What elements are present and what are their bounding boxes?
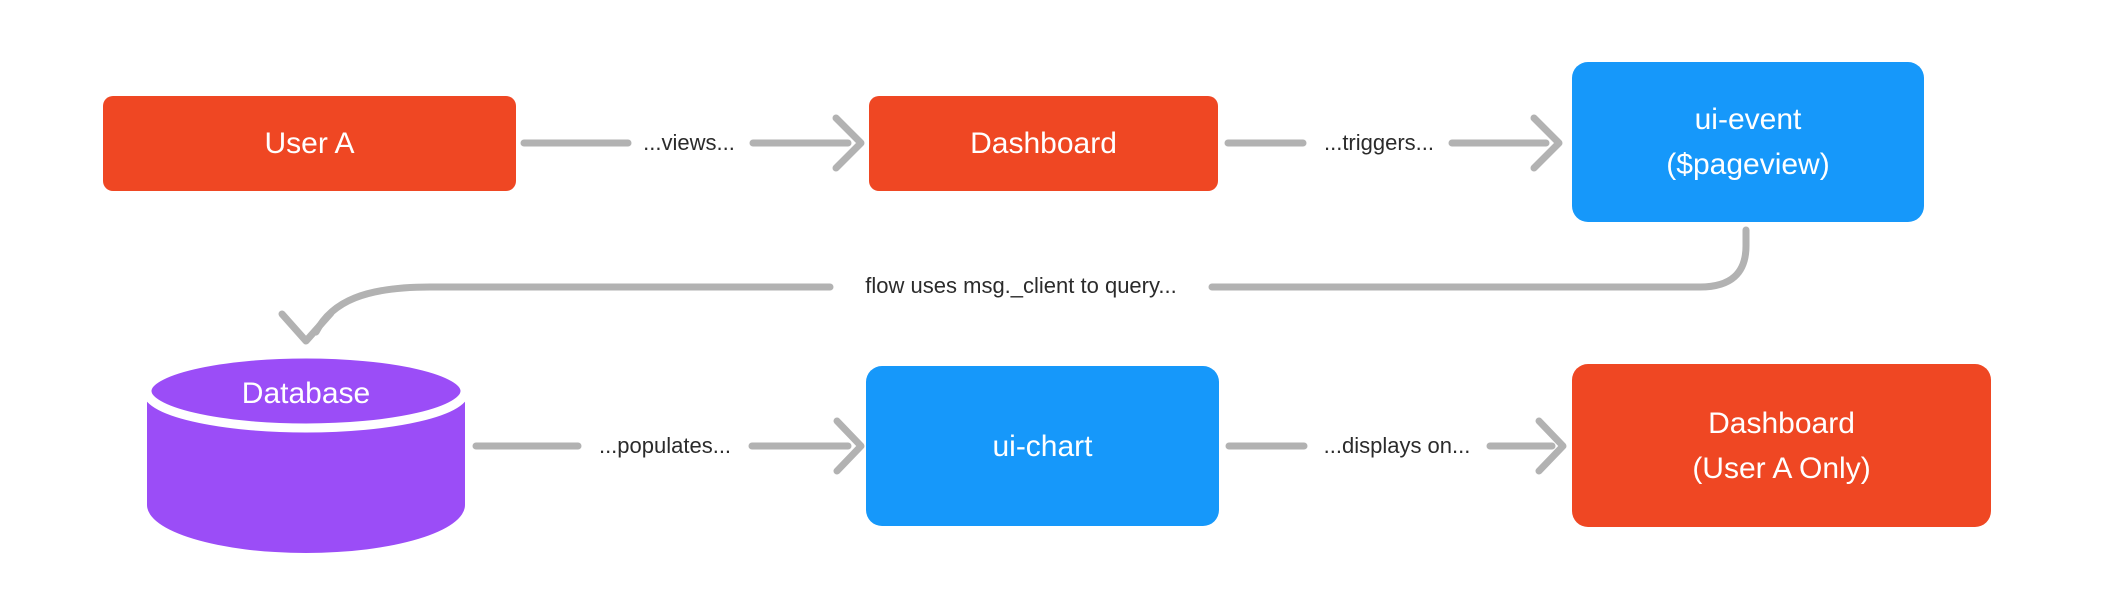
node-label: ui-chart bbox=[992, 429, 1093, 463]
arrowhead-right-icon bbox=[833, 417, 865, 475]
arrowhead-right-icon bbox=[1530, 114, 1563, 172]
edge-dashboard-to-ui-event bbox=[1224, 114, 1563, 172]
node-database-label: Database bbox=[241, 377, 371, 410]
edge-label-triggers: ...triggers... bbox=[1319, 130, 1439, 156]
edge-label-populates: ...populates... bbox=[594, 433, 736, 459]
edge-label-flow-query: flow uses msg._client to query... bbox=[861, 273, 1181, 299]
node-ui-chart: ui-chart bbox=[866, 366, 1219, 526]
cylinder-body bbox=[147, 391, 465, 553]
node-ui-event: ui-event ($pageview) bbox=[1572, 62, 1924, 222]
node-dashboard-user-a: Dashboard (User A Only) bbox=[1572, 364, 1991, 527]
node-sublabel: (User A Only) bbox=[1692, 451, 1871, 485]
edge-curve-left bbox=[312, 283, 834, 336]
arrowhead-down-icon bbox=[278, 309, 335, 345]
edge-ui-chart-to-dashboard-user-a bbox=[1225, 417, 1567, 475]
edge-label-views: ...views... bbox=[639, 130, 739, 156]
node-database bbox=[142, 349, 470, 553]
arrowhead-right-icon bbox=[1535, 417, 1567, 475]
node-label: Dashboard bbox=[1708, 406, 1855, 440]
cylinder-top bbox=[142, 349, 470, 433]
node-label: ui-event bbox=[1694, 103, 1802, 136]
node-label: User A bbox=[264, 127, 355, 160]
node-label: Dashboard bbox=[970, 127, 1117, 160]
edge-ui-event-to-database bbox=[278, 226, 1750, 345]
edge-database-to-ui-chart bbox=[472, 417, 865, 475]
edge-label-displays-on: ...displays on... bbox=[1319, 433, 1475, 459]
edge-user-a-to-dashboard bbox=[520, 114, 865, 172]
arrowhead-right-icon bbox=[832, 114, 865, 172]
node-sublabel: ($pageview) bbox=[1666, 148, 1830, 181]
node-dashboard: Dashboard bbox=[869, 96, 1218, 191]
node-user-a: User A bbox=[103, 96, 516, 191]
edge-curve-right bbox=[1208, 226, 1750, 291]
